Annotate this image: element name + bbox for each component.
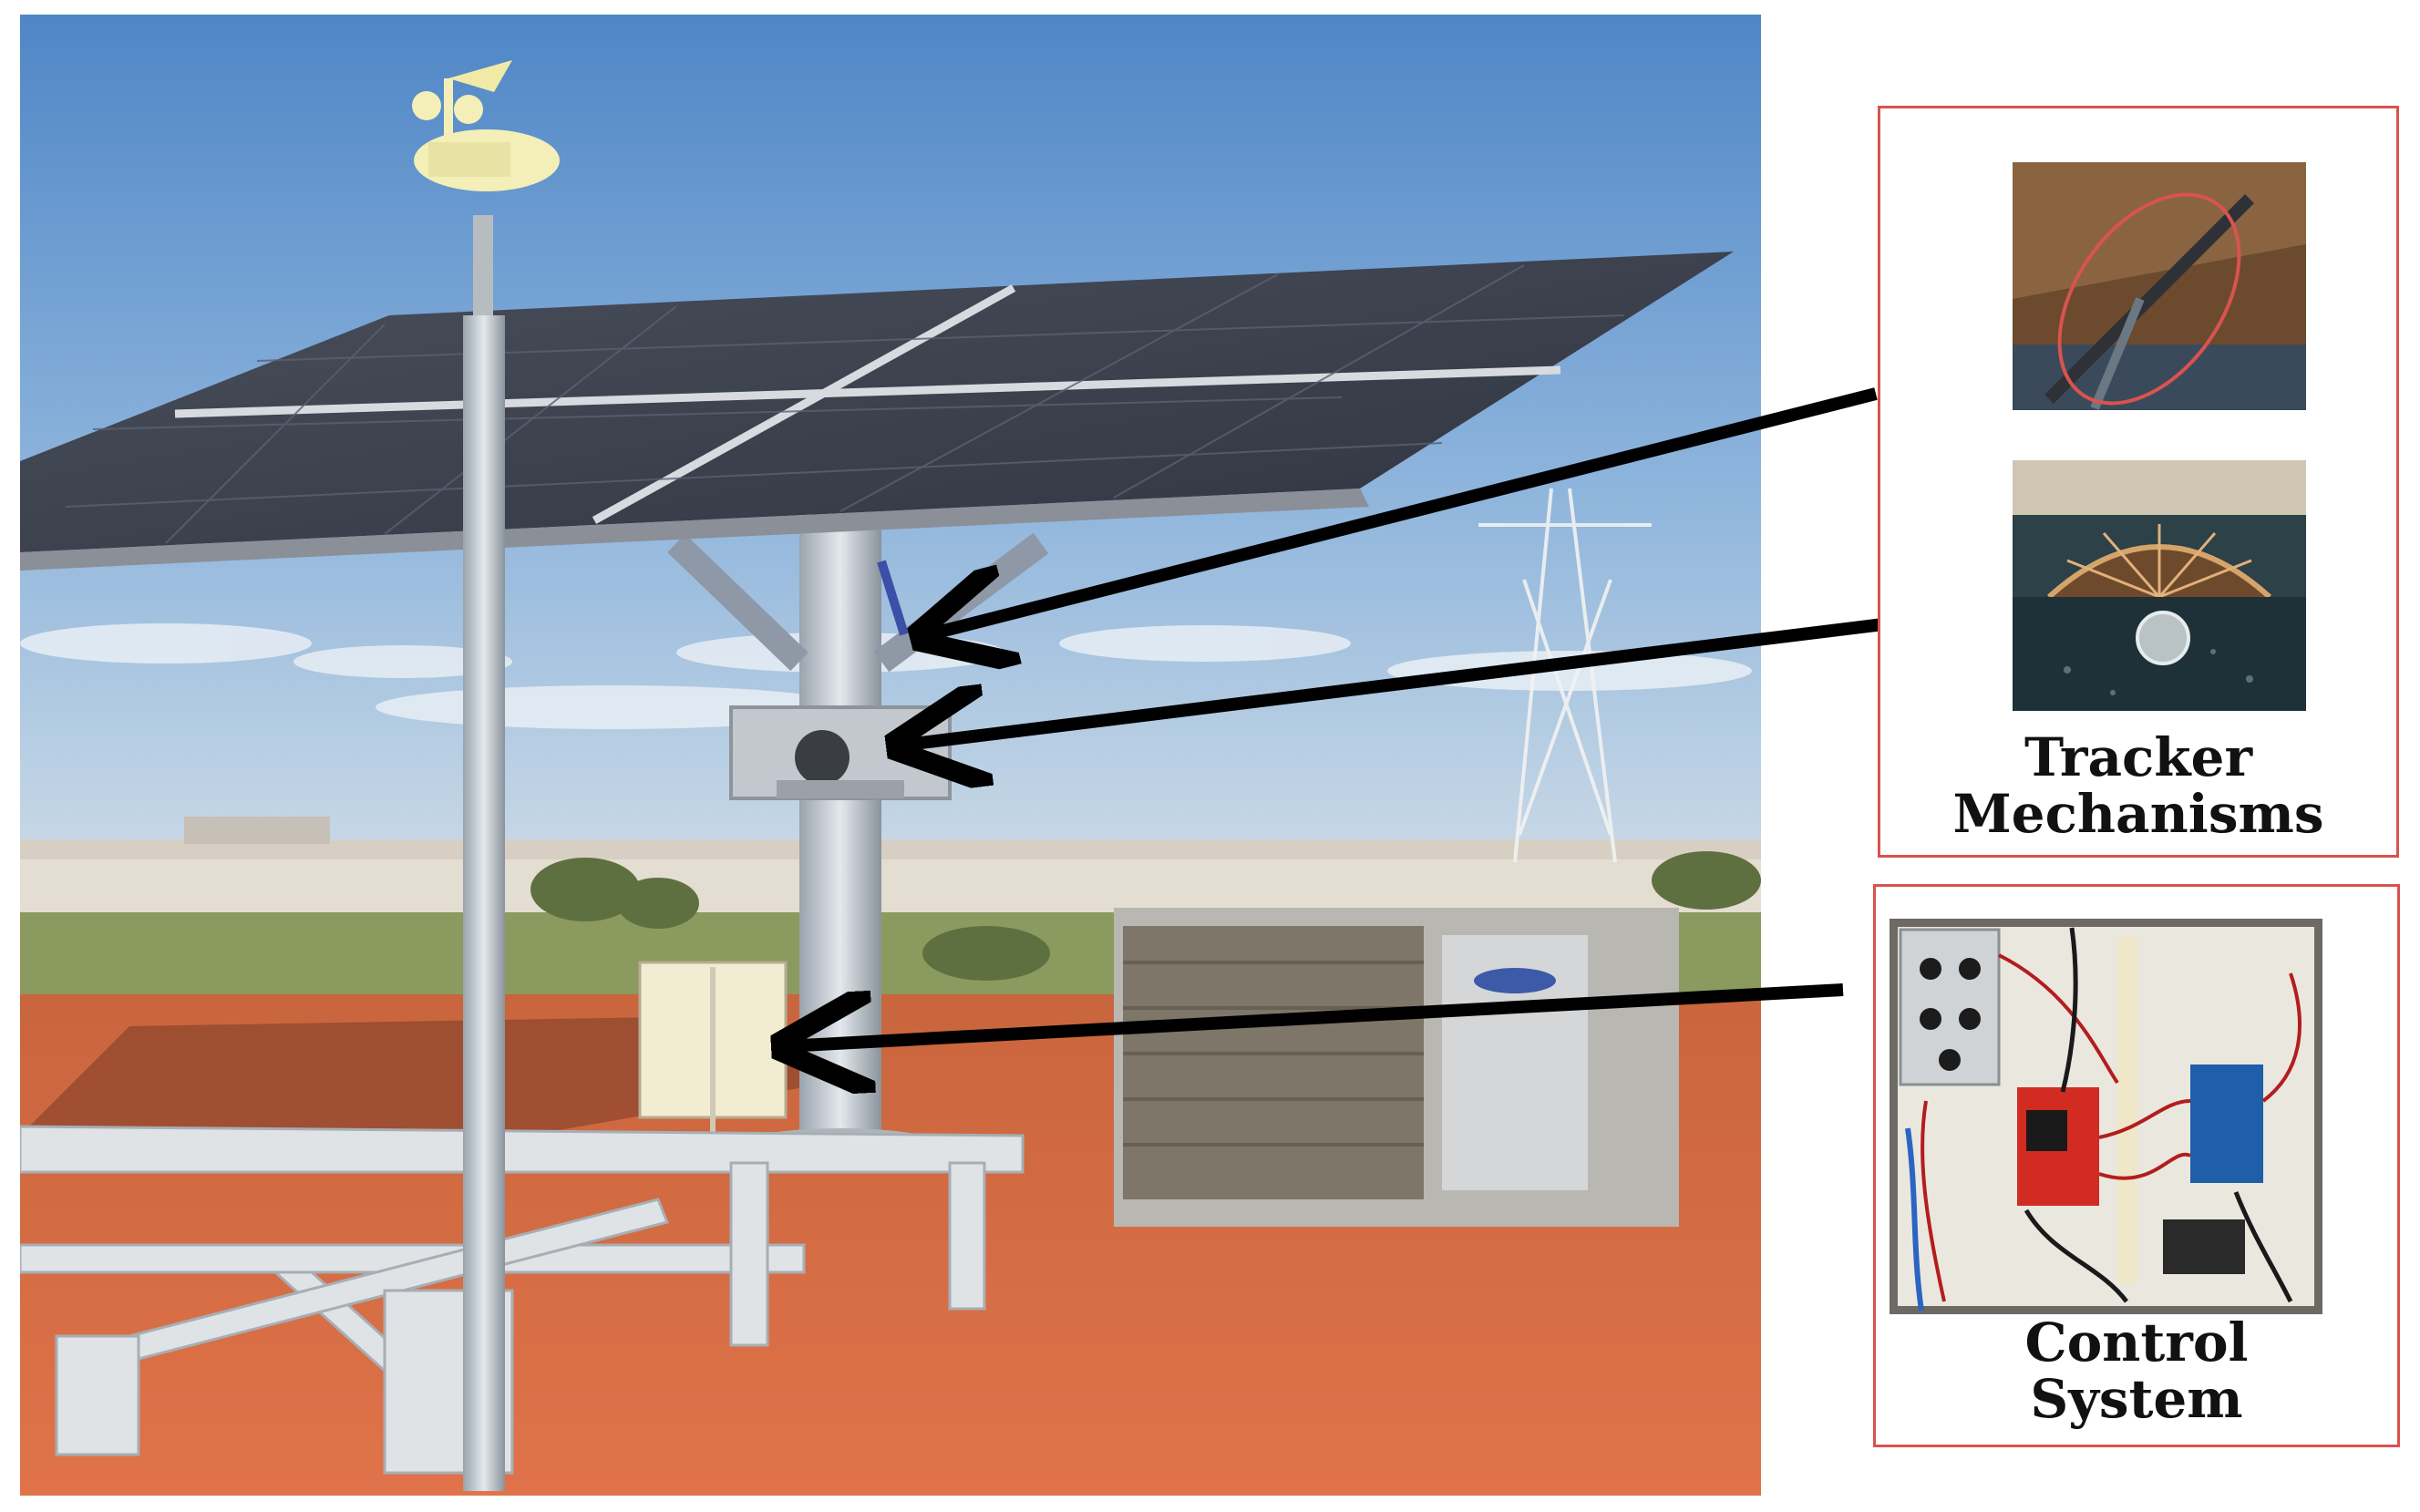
solar-tracker-photo bbox=[20, 15, 1761, 1496]
tracker-caption-line2: Mechanisms bbox=[1952, 783, 2324, 845]
tracker-gear-photo bbox=[2013, 460, 2306, 711]
control-caption-line1: Control bbox=[2024, 1311, 2249, 1373]
control-system-caption: Control System bbox=[1875, 1314, 2398, 1427]
control-caption-line2: System bbox=[2030, 1368, 2243, 1430]
control-board-image bbox=[1890, 919, 2322, 1314]
solar-tracker-scene bbox=[20, 15, 1761, 1496]
gear-image bbox=[2013, 460, 2306, 711]
tracker-actuator-photo bbox=[2013, 162, 2306, 410]
control-enclosure bbox=[638, 961, 788, 1163]
control-board-photo bbox=[1890, 919, 2322, 1314]
overpass bbox=[20, 839, 1761, 859]
tracker-mechanisms-caption: Tracker Mechanisms bbox=[1879, 729, 2397, 842]
weather-station bbox=[412, 60, 560, 1491]
tracker-caption-line1: Tracker bbox=[2024, 726, 2253, 788]
actuator-image bbox=[2013, 162, 2306, 410]
hvac-unit bbox=[1114, 908, 1679, 1227]
